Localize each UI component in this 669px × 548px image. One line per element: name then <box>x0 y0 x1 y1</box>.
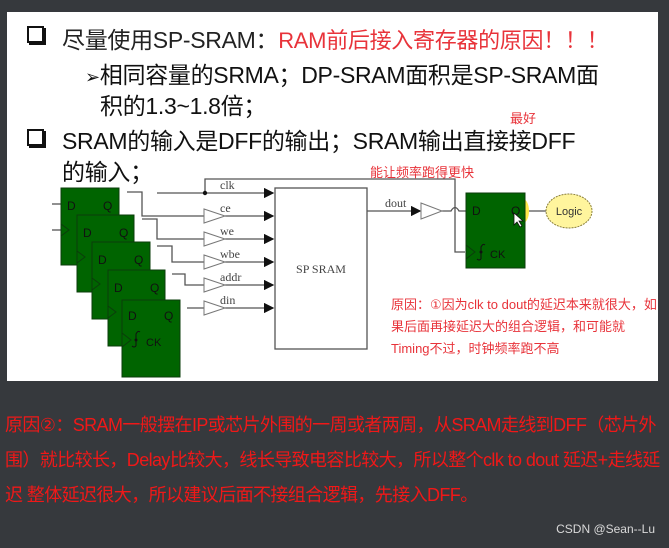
signal-wbe: wbe <box>220 247 240 261</box>
signal-addr: addr <box>220 270 241 284</box>
bullet2-line2: 的输入； <box>62 159 153 185</box>
bullet2-line1: SRAM的输入是DFF的输出；SRAM输出直接接DFF <box>62 128 576 154</box>
sram-diagram: clk ce we wbe addr din dout SP SRAM D Q … <box>52 178 593 378</box>
bullet1-line: 尽量使用SP-SRAM：RAM前后接入寄存器的原因！！！ <box>62 21 609 55</box>
output-dff: D Q CK <box>465 192 529 269</box>
sram-block <box>274 187 368 350</box>
slide-panel: 尽量使用SP-SRAM：RAM前后接入寄存器的原因！！！ ➢相同容量的SRMA；… <box>7 12 658 381</box>
svg-text:D: D <box>472 204 481 218</box>
svg-text:Q: Q <box>134 253 143 267</box>
signal-din: din <box>220 293 235 307</box>
signal-dout: dout <box>385 196 407 210</box>
svg-text:Logic: Logic <box>556 206 583 218</box>
signal-we: we <box>220 224 234 238</box>
svg-text:Q: Q <box>150 281 159 295</box>
signal-ce: ce <box>220 201 231 215</box>
svg-text:D: D <box>83 226 92 240</box>
svg-text:D: D <box>67 199 76 213</box>
arrow-bullet-icon: ➢ <box>85 67 100 87</box>
annotation-faster: 能让频率跑得更快 <box>370 165 475 180</box>
checkbox-bullet-icon <box>27 129 44 146</box>
svg-text:CK: CK <box>146 337 162 349</box>
sub-bullet-line2: 积的1.3~1.8倍； <box>100 93 267 119</box>
svg-text:Q: Q <box>511 204 520 218</box>
signal-clk: clk <box>220 178 235 192</box>
svg-text:CK: CK <box>490 249 506 261</box>
sub-bullet-text1: 相同容量的SRMA；DP-SRAM面积是SP-SRAM面 <box>99 62 599 88</box>
svg-text:D: D <box>98 253 107 267</box>
svg-text:D: D <box>128 309 137 323</box>
logic-cloud: Logic <box>545 193 593 229</box>
sram-label: SP SRAM <box>296 262 346 276</box>
svg-text:Q: Q <box>164 309 173 323</box>
annotation-best: 最好 <box>510 111 537 126</box>
svg-text:Q: Q <box>103 199 112 213</box>
input-dff-stack: D Q D Q D Q D Q <box>60 187 181 378</box>
bullet1-annotation: RAM前后接入寄存器的原因！！！ <box>278 28 609 53</box>
mouse-cursor-icon <box>513 212 525 228</box>
watermark: CSDN @Sean--Lu <box>556 522 655 536</box>
reason1-note: 原因：①因为clk to dout的延迟本来就很大，如果后面再接延迟大的组合逻辑… <box>391 297 657 356</box>
checkbox-bullet-icon <box>27 26 44 43</box>
svg-text:D: D <box>114 281 123 295</box>
reason2-text: 原因②：SRAM一般摆在IP或芯片外围的一周或者两周，从SRAM走线到DFF（芯… <box>5 415 660 505</box>
svg-text:Q: Q <box>119 226 128 240</box>
bullet1-text: 尽量使用SP-SRAM： <box>62 27 279 53</box>
sub-bullet-line1: ➢相同容量的SRMA；DP-SRAM面积是SP-SRAM面 <box>85 56 599 90</box>
